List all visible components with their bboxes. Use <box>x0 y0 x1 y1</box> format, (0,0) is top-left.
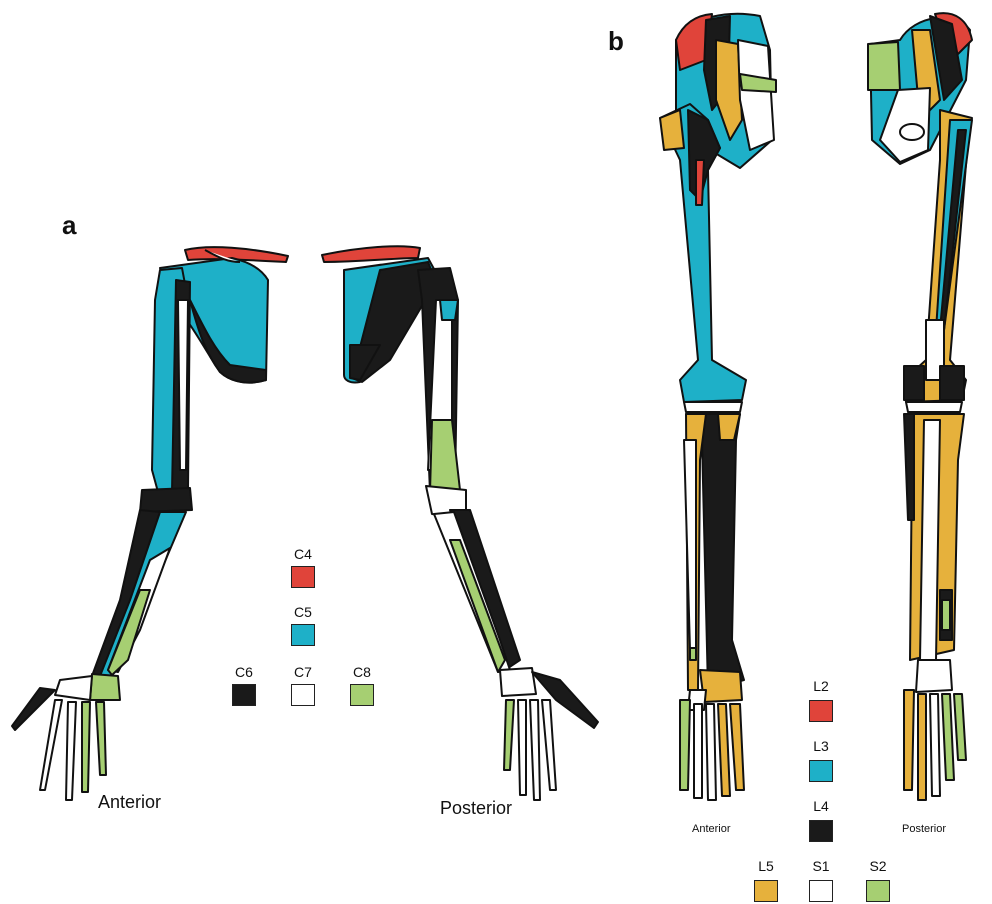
legend-label-l4: L4 <box>801 798 841 814</box>
legend-label-c5: C5 <box>283 604 323 620</box>
legend-label-l2: L2 <box>801 678 841 694</box>
legend-swatch-s1 <box>809 880 833 902</box>
legend-swatch-l3 <box>809 760 833 782</box>
panel-b-anterior-label: Anterior <box>692 823 731 835</box>
legend-swatch-l5 <box>754 880 778 902</box>
legend-swatch-l4 <box>809 820 833 842</box>
legend-label-l5: L5 <box>746 858 786 874</box>
upper-limb-posterior <box>322 246 598 800</box>
legend-swatch-c7 <box>291 684 315 706</box>
legend-label-l3: L3 <box>801 738 841 754</box>
legend-label-s1: S1 <box>801 858 841 874</box>
legend-swatch-c8 <box>350 684 374 706</box>
lower-limb-anterior <box>660 14 776 800</box>
lower-limb-posterior <box>868 13 972 800</box>
legend-label-c6: C6 <box>224 664 264 680</box>
legend-label-s2: S2 <box>858 858 898 874</box>
legend-swatch-c5 <box>291 624 315 646</box>
upper-limb-anterior <box>12 247 288 800</box>
legend-swatch-c4 <box>291 566 315 588</box>
legend-swatch-c6 <box>232 684 256 706</box>
legend-swatch-l2 <box>809 700 833 722</box>
panel-a-posterior-label: Posterior <box>440 798 512 819</box>
legend-label-c8: C8 <box>342 664 382 680</box>
legend-label-c7: C7 <box>283 664 323 680</box>
panel-a-anterior-label: Anterior <box>98 792 161 813</box>
panel-b-posterior-label: Posterior <box>902 823 946 835</box>
legend-swatch-s2 <box>866 880 890 902</box>
legend-label-c4: C4 <box>283 546 323 562</box>
